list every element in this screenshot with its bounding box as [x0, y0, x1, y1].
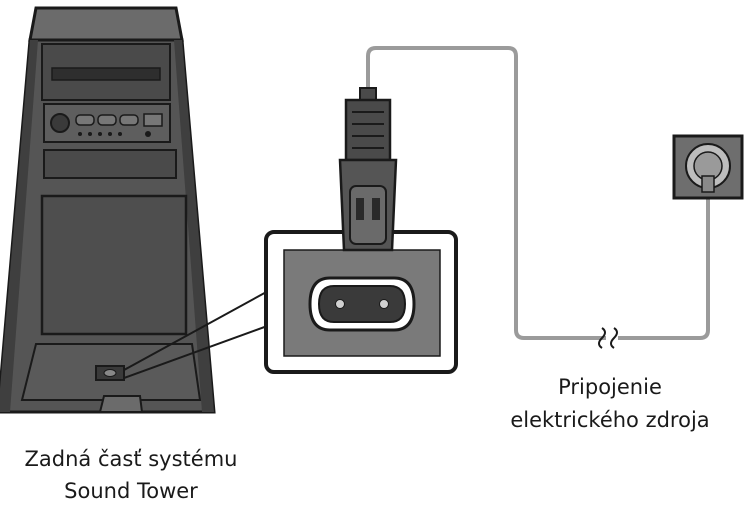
- power-label-line2: elektrického zdroja: [510, 408, 710, 432]
- tower-label-line1: Zadná časť systému: [24, 447, 238, 471]
- callout-lines: [123, 289, 271, 379]
- wall-outlet-icon: [672, 134, 744, 200]
- power-label-line1: Pripojenie: [558, 375, 662, 399]
- power-plug-icon: [338, 87, 398, 252]
- power-cable-icon: [366, 46, 710, 349]
- power-socket-panel-icon: [264, 230, 458, 374]
- sound-tower-back-icon: [0, 6, 216, 414]
- tower-label-line2: Sound Tower: [64, 479, 198, 503]
